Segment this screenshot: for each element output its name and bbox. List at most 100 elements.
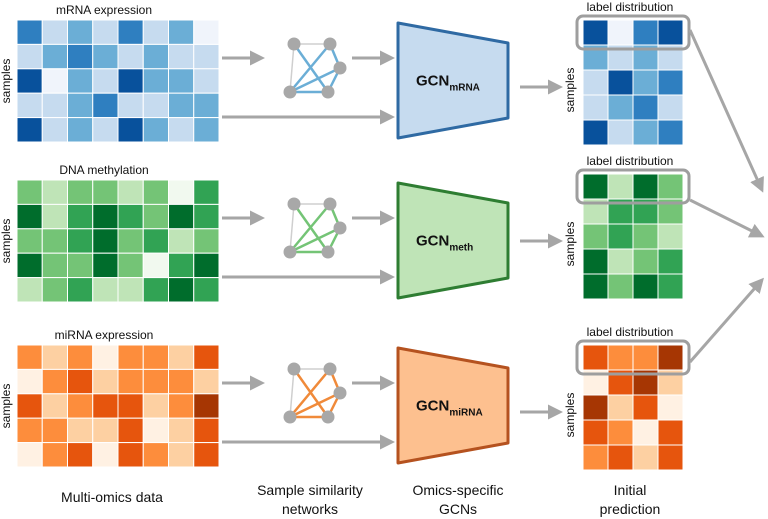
heatmap-cell (168, 43, 195, 70)
heatmap-cell (92, 179, 119, 205)
heatmap-cell (142, 19, 169, 45)
network-node (283, 245, 297, 259)
heatmap-cell (193, 228, 220, 254)
heatmap-cell (16, 19, 43, 45)
similarity-network (283, 37, 347, 99)
heatmap-cell (92, 277, 119, 303)
heatmap-cell (193, 277, 220, 303)
heatmap-cell (657, 69, 684, 96)
heatmap-cell (117, 43, 144, 70)
gcn-label: GCNmRNA (416, 73, 480, 94)
heatmap-cell (168, 344, 195, 370)
heatmap-cell (41, 68, 68, 94)
network-edge (289, 66, 341, 94)
heatmap-cell (657, 419, 684, 446)
heatmap-cell (582, 69, 609, 96)
heatmap-cell (193, 117, 220, 143)
heatmap-cell (117, 417, 144, 444)
heatmap-cell (168, 117, 195, 143)
heatmap-cell (16, 117, 43, 143)
heatmap-cell (607, 248, 634, 275)
heatmap-cell (168, 368, 195, 395)
heatmap-cell (67, 68, 94, 94)
heatmap-cell (168, 68, 195, 94)
samples-label: samples (563, 68, 577, 113)
heatmap-cell (92, 442, 119, 468)
heatmap-cell (657, 223, 684, 250)
similarity-network (283, 362, 347, 424)
heatmap-cell (657, 19, 684, 46)
heatmap-cell (92, 393, 119, 419)
heatmap-cell (16, 368, 43, 395)
samples-label: samples (0, 219, 13, 264)
heatmap-cell (67, 43, 94, 70)
network-node (287, 362, 301, 376)
heatmap-cell (117, 442, 144, 468)
heatmap-cell (142, 277, 169, 303)
network-edge (289, 368, 331, 418)
heatmap-cell (582, 394, 609, 421)
highlight-box (575, 168, 691, 205)
heatmap-cell (582, 94, 609, 121)
samples-label: samples (563, 222, 577, 267)
input-heatmap (16, 179, 220, 303)
heatmap-cell (41, 228, 68, 254)
heatmap-cell (632, 248, 659, 275)
heatmap-cell (117, 277, 144, 303)
network-edge (289, 43, 331, 93)
heatmap-cell (16, 179, 43, 205)
network-node (323, 197, 337, 211)
heatmap-cell (41, 393, 68, 419)
heatmap-cell (92, 43, 119, 70)
heatmap-cell (193, 68, 220, 94)
heatmap-cell (41, 92, 68, 119)
network-node (283, 410, 297, 424)
heatmap-cell (67, 19, 94, 45)
heatmap-cell (67, 252, 94, 279)
heatmap-cell (168, 417, 195, 444)
heatmap-cell (168, 92, 195, 119)
heatmap-cell (117, 203, 144, 230)
heatmap-cell (92, 19, 119, 45)
gcn-model-mrna: GCNmRNA (396, 21, 510, 140)
network-edge (289, 43, 295, 93)
network-edge (289, 368, 295, 418)
heatmap-cell (582, 119, 609, 146)
heatmap-cell (142, 368, 169, 395)
arrow (688, 277, 764, 363)
network-node (287, 37, 301, 51)
heatmap-cell (16, 393, 43, 419)
heatmap-cell (582, 419, 609, 446)
heatmap-cell (657, 273, 684, 300)
heatmap-cell (607, 119, 634, 146)
heatmap-cell (16, 417, 43, 444)
heatmap-cell (92, 252, 119, 279)
heatmap-cell (92, 368, 119, 395)
heatmap-cell (67, 368, 94, 395)
network-node (333, 221, 347, 235)
heatmap-cell (657, 94, 684, 121)
heatmap-cell (16, 203, 43, 230)
heatmap-cell (193, 19, 220, 45)
heatmap-cell (67, 417, 94, 444)
heatmap-cell (193, 344, 220, 370)
heatmap-cell (168, 393, 195, 419)
heatmap-cell (16, 442, 43, 468)
footer-networks: networks (282, 501, 338, 517)
heatmap-cell (92, 203, 119, 230)
heatmap-cell (193, 417, 220, 444)
heatmap-cell (168, 277, 195, 303)
input-heatmap (16, 344, 220, 468)
footer-omics-specific: Omics-specific (412, 482, 503, 498)
heatmap-cell (67, 442, 94, 468)
similarity-network (283, 197, 347, 259)
heatmap-cell (657, 444, 684, 471)
heatmap-cell (168, 442, 195, 468)
arrow (689, 198, 765, 238)
heatmap-cell (92, 417, 119, 444)
heatmap-cell (117, 393, 144, 419)
heatmap-cell (41, 417, 68, 444)
heatmap-cell (168, 252, 195, 279)
